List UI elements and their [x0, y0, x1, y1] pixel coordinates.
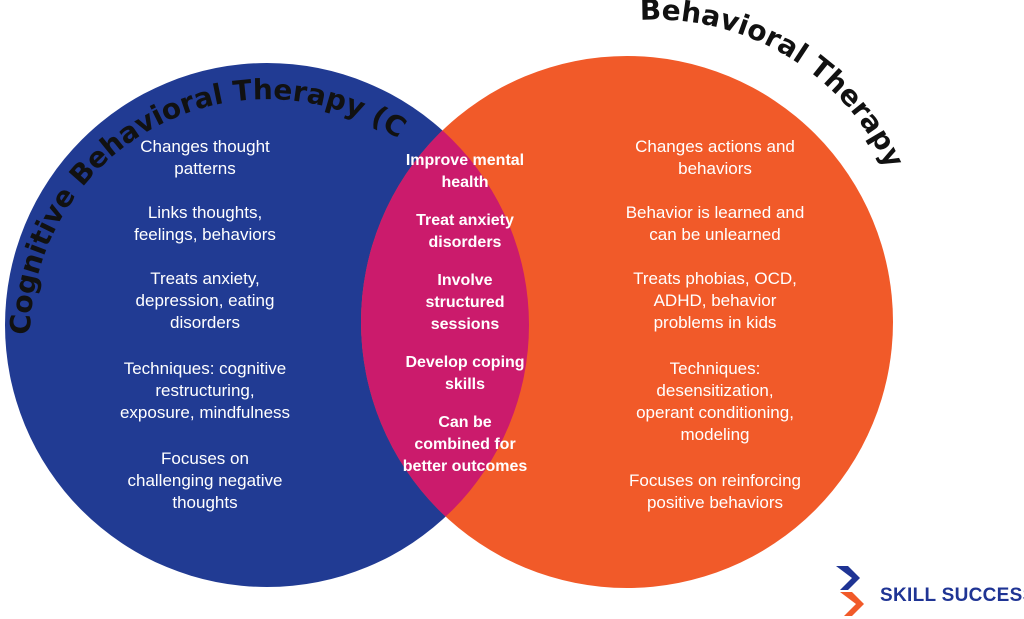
center-item-line: structured — [425, 294, 505, 311]
left-item-line: challenging negative — [127, 471, 283, 490]
center-item-line: health — [441, 174, 489, 191]
right-item-line: behaviors — [678, 159, 752, 178]
left-item-line: restructuring, — [155, 381, 255, 400]
left-item-line: Links thoughts, — [147, 203, 263, 222]
right-item-line: positive behaviors — [646, 493, 784, 512]
right-item-line: Techniques: — [669, 359, 761, 378]
center-item-line: better outcomes — [402, 458, 528, 475]
center-item: Develop coping skills — [370, 352, 560, 396]
center-item-line: Develop coping — [405, 354, 525, 371]
left-item-line: feelings, behaviors — [134, 225, 276, 244]
left-item-line: Treats anxiety, — [150, 269, 260, 288]
left-item: Links thoughts, feelings, behaviors — [95, 202, 315, 246]
left-item-line: Focuses on — [161, 449, 249, 468]
right-item-line: desensitization, — [656, 381, 774, 400]
left-item-line: thoughts — [172, 493, 238, 512]
skill-success-logo-icon — [836, 566, 864, 616]
center-item-line: combined for — [414, 436, 516, 453]
left-item: Changes thought patterns — [95, 136, 315, 180]
center-item-line: Treat anxiety — [416, 212, 514, 229]
left-item: Techniques: cognitive restructuring, expos… — [95, 358, 315, 424]
left-item-line: exposure, mindfulness — [119, 403, 291, 422]
center-item: Treat anxiety disorders — [370, 210, 560, 254]
center-item: Improve mental health — [370, 150, 560, 194]
right-item: Techniques: desensitization, operant condi… — [590, 358, 840, 446]
center-item-line: Involve — [437, 272, 493, 289]
right-item-line: operant conditioning, — [636, 403, 794, 422]
right-item-line: ADHD, behavior — [653, 291, 777, 310]
left-item-line: patterns — [174, 159, 236, 178]
right-item-line: modeling — [680, 425, 750, 444]
right-item: Focuses on reinforcing positive behaviors — [590, 470, 840, 514]
center-item-line: sessions — [430, 316, 500, 333]
left-item-line: depression, eating — [135, 291, 275, 310]
right-item-line: can be unlearned — [649, 225, 781, 244]
center-item: Involve structured sessions — [370, 270, 560, 336]
right-item-line: Focuses on reinforcing — [629, 471, 801, 490]
center-item-line: disorders — [428, 234, 502, 251]
skill-success-logo-text: SKILL SUCCESS — [880, 585, 1024, 606]
center-item-line: Improve mental — [405, 152, 525, 169]
left-item: Focuses on challenging negative thoughts — [95, 448, 315, 514]
right-item-line: Changes actions and — [635, 137, 795, 156]
right-item-line: Treats phobias, OCD, — [633, 269, 797, 288]
right-item-line: problems in kids — [653, 313, 777, 332]
center-item-line: skills — [444, 376, 486, 393]
right-item-line: Behavior is learned and — [625, 203, 805, 222]
center-item-line: Can be — [438, 414, 492, 431]
center-item: Can be combined for better outcomes — [370, 412, 560, 478]
left-item: Treats anxiety, depression, eating disorde… — [95, 268, 315, 334]
left-item-line: Changes thought — [140, 137, 270, 156]
left-item-line: Techniques: cognitive — [123, 359, 287, 378]
left-item-line: disorders — [170, 313, 240, 332]
right-item: Changes actions and behaviors — [590, 136, 840, 180]
right-item: Behavior is learned and can be unlearned — [590, 202, 840, 246]
right-item: Treats phobias, OCD, ADHD, behavior proble… — [590, 268, 840, 334]
